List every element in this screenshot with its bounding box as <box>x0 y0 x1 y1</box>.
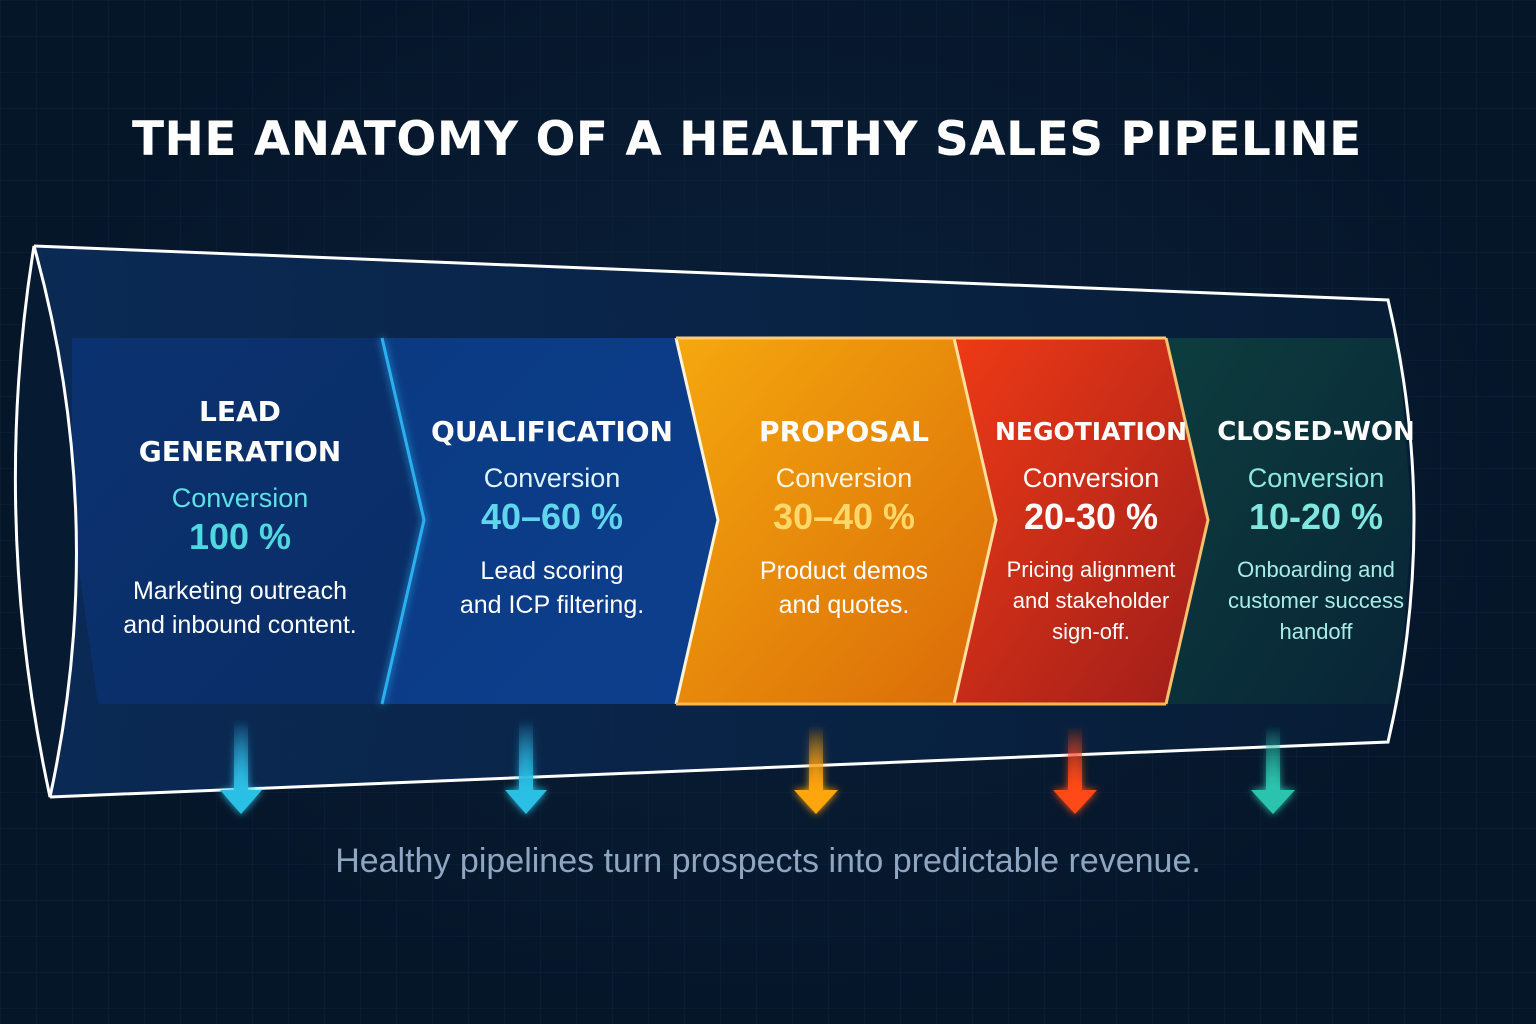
stage-band-qualification <box>382 338 718 704</box>
stage-name: LEAD GENERATION <box>138 395 342 468</box>
stage-description: Pricing alignment and stakeholder sign-o… <box>1006 557 1176 644</box>
conversion-value: 10-20 % <box>1248 496 1384 537</box>
stage-qualification: QUALIFICATION Conversion 40–60 % Lead sc… <box>412 412 692 622</box>
conversion-label: Conversion <box>1247 463 1385 493</box>
pipe-outline <box>33 244 1416 799</box>
stage-description: Lead scoring and ICP filtering. <box>459 557 645 619</box>
stage-proposal: PROPOSAL Conversion 30–40 % Product demo… <box>706 412 982 622</box>
stage-name: CLOSED-WON <box>1217 417 1415 447</box>
conversion-value: 20-30 % <box>1023 496 1159 537</box>
conversion-value: 100 % <box>188 516 292 557</box>
conversion-label: Conversion <box>775 463 913 493</box>
caption: Healthy pipelines turn prospects into pr… <box>335 842 1201 880</box>
conversion-value: 40–60 % <box>480 496 624 537</box>
stage-name: QUALIFICATION <box>431 415 673 448</box>
conversion-label: Conversion <box>1022 463 1160 493</box>
stage-name: NEGOTIATION <box>994 417 1188 446</box>
conversion-label: Conversion <box>171 483 309 513</box>
down-arrow-icon <box>794 726 838 814</box>
stage-name: PROPOSAL <box>759 415 929 448</box>
stage-description: Onboarding and customer success handoff <box>1227 557 1405 644</box>
stage-band-negotiation <box>954 338 1208 704</box>
down-arrow-icon <box>505 720 547 814</box>
stage-band-proposal <box>676 338 996 704</box>
stage-closed-won: CLOSED-WON Conversion 10-20 % Onboarding… <box>1196 412 1436 647</box>
conversion-label: Conversion <box>483 463 621 493</box>
down-arrow-icon <box>220 720 262 814</box>
stage-lead-generation: LEAD GENERATION Conversion 100 % Marketi… <box>100 392 380 642</box>
stage-band-lead <box>72 338 424 704</box>
down-arrow-icon <box>1053 726 1097 814</box>
stage-negotiation: NEGOTIATION Conversion 20-30 % Pricing a… <box>976 412 1206 647</box>
pipe-opening <box>13 245 78 798</box>
stage-description: Marketing outreach and inbound content. <box>123 577 357 639</box>
down-arrow-icon <box>1251 726 1295 814</box>
stage-band-closed-won <box>1166 338 1412 704</box>
conversion-value: 30–40 % <box>772 496 916 537</box>
page-title: THE ANATOMY OF A HEALTHY SALES PIPELINE <box>132 112 1362 167</box>
stage-description: Product demos and quotes. <box>759 557 929 619</box>
